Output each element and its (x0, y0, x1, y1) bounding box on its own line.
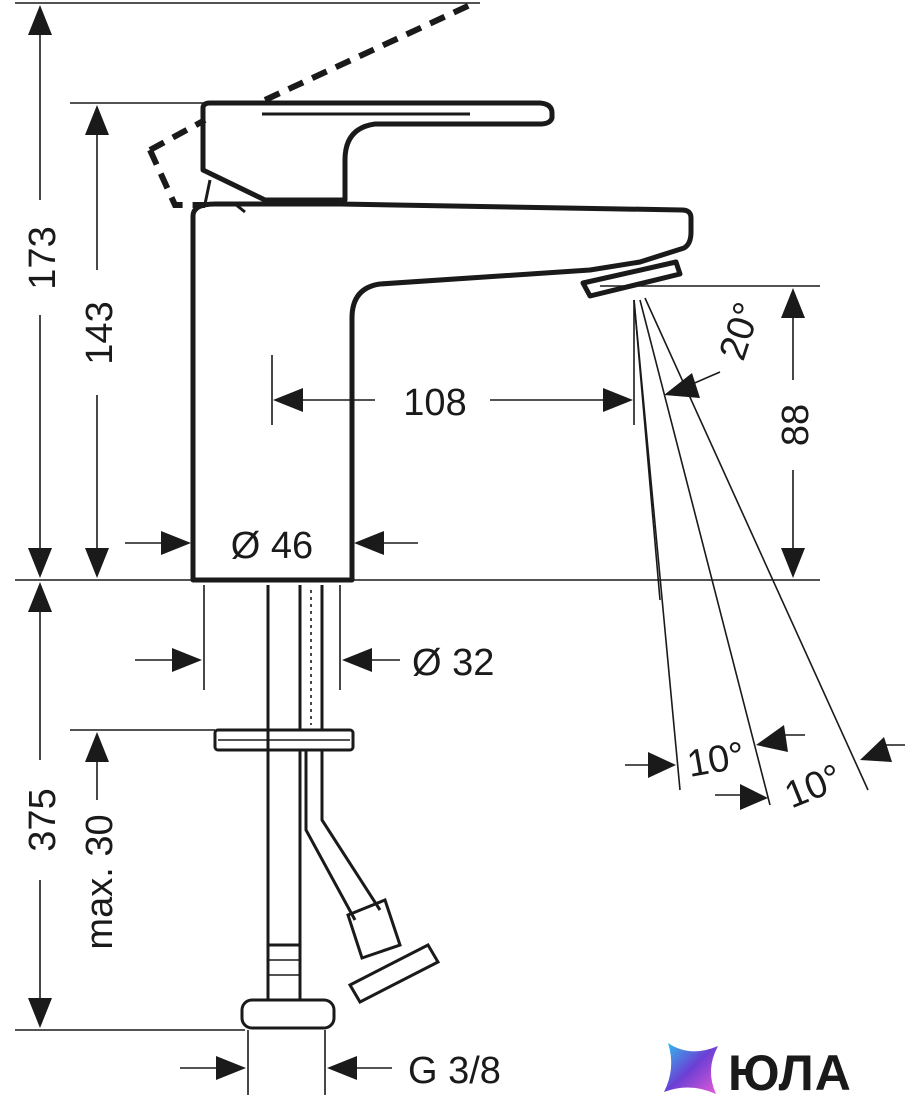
label-spout-height: 88 (775, 404, 817, 446)
label-max-thickness: max. 30 (79, 814, 121, 949)
brand-logo: ЮЛА (664, 1043, 852, 1100)
brand-star-icon (664, 1043, 718, 1094)
label-spout-reach: 108 (403, 382, 466, 424)
label-lever-height: 143 (79, 301, 121, 364)
spray-angle-lines (633, 297, 869, 806)
label-mount-height: 375 (22, 788, 64, 851)
label-connection: G 3/8 (408, 1050, 501, 1092)
label-angle-left: 10° (684, 735, 748, 786)
label-angle-right: 10° (779, 757, 848, 817)
dimension-arrows (28, 5, 905, 1080)
reference-lines (15, 2, 820, 1095)
label-body-diameter: Ø 46 (231, 525, 313, 567)
label-spray-angle: 20° (712, 297, 770, 365)
mounting-hardware (213, 585, 441, 1030)
faucet-body (147, 2, 694, 583)
label-total-height: 173 (22, 226, 64, 289)
label-shank-diameter: Ø 32 (412, 642, 494, 684)
brand-name: ЮЛА (728, 1045, 852, 1100)
dimension-labels: 173 143 108 88 Ø 46 Ø 32 375 max. 30 G 3… (22, 226, 848, 1092)
